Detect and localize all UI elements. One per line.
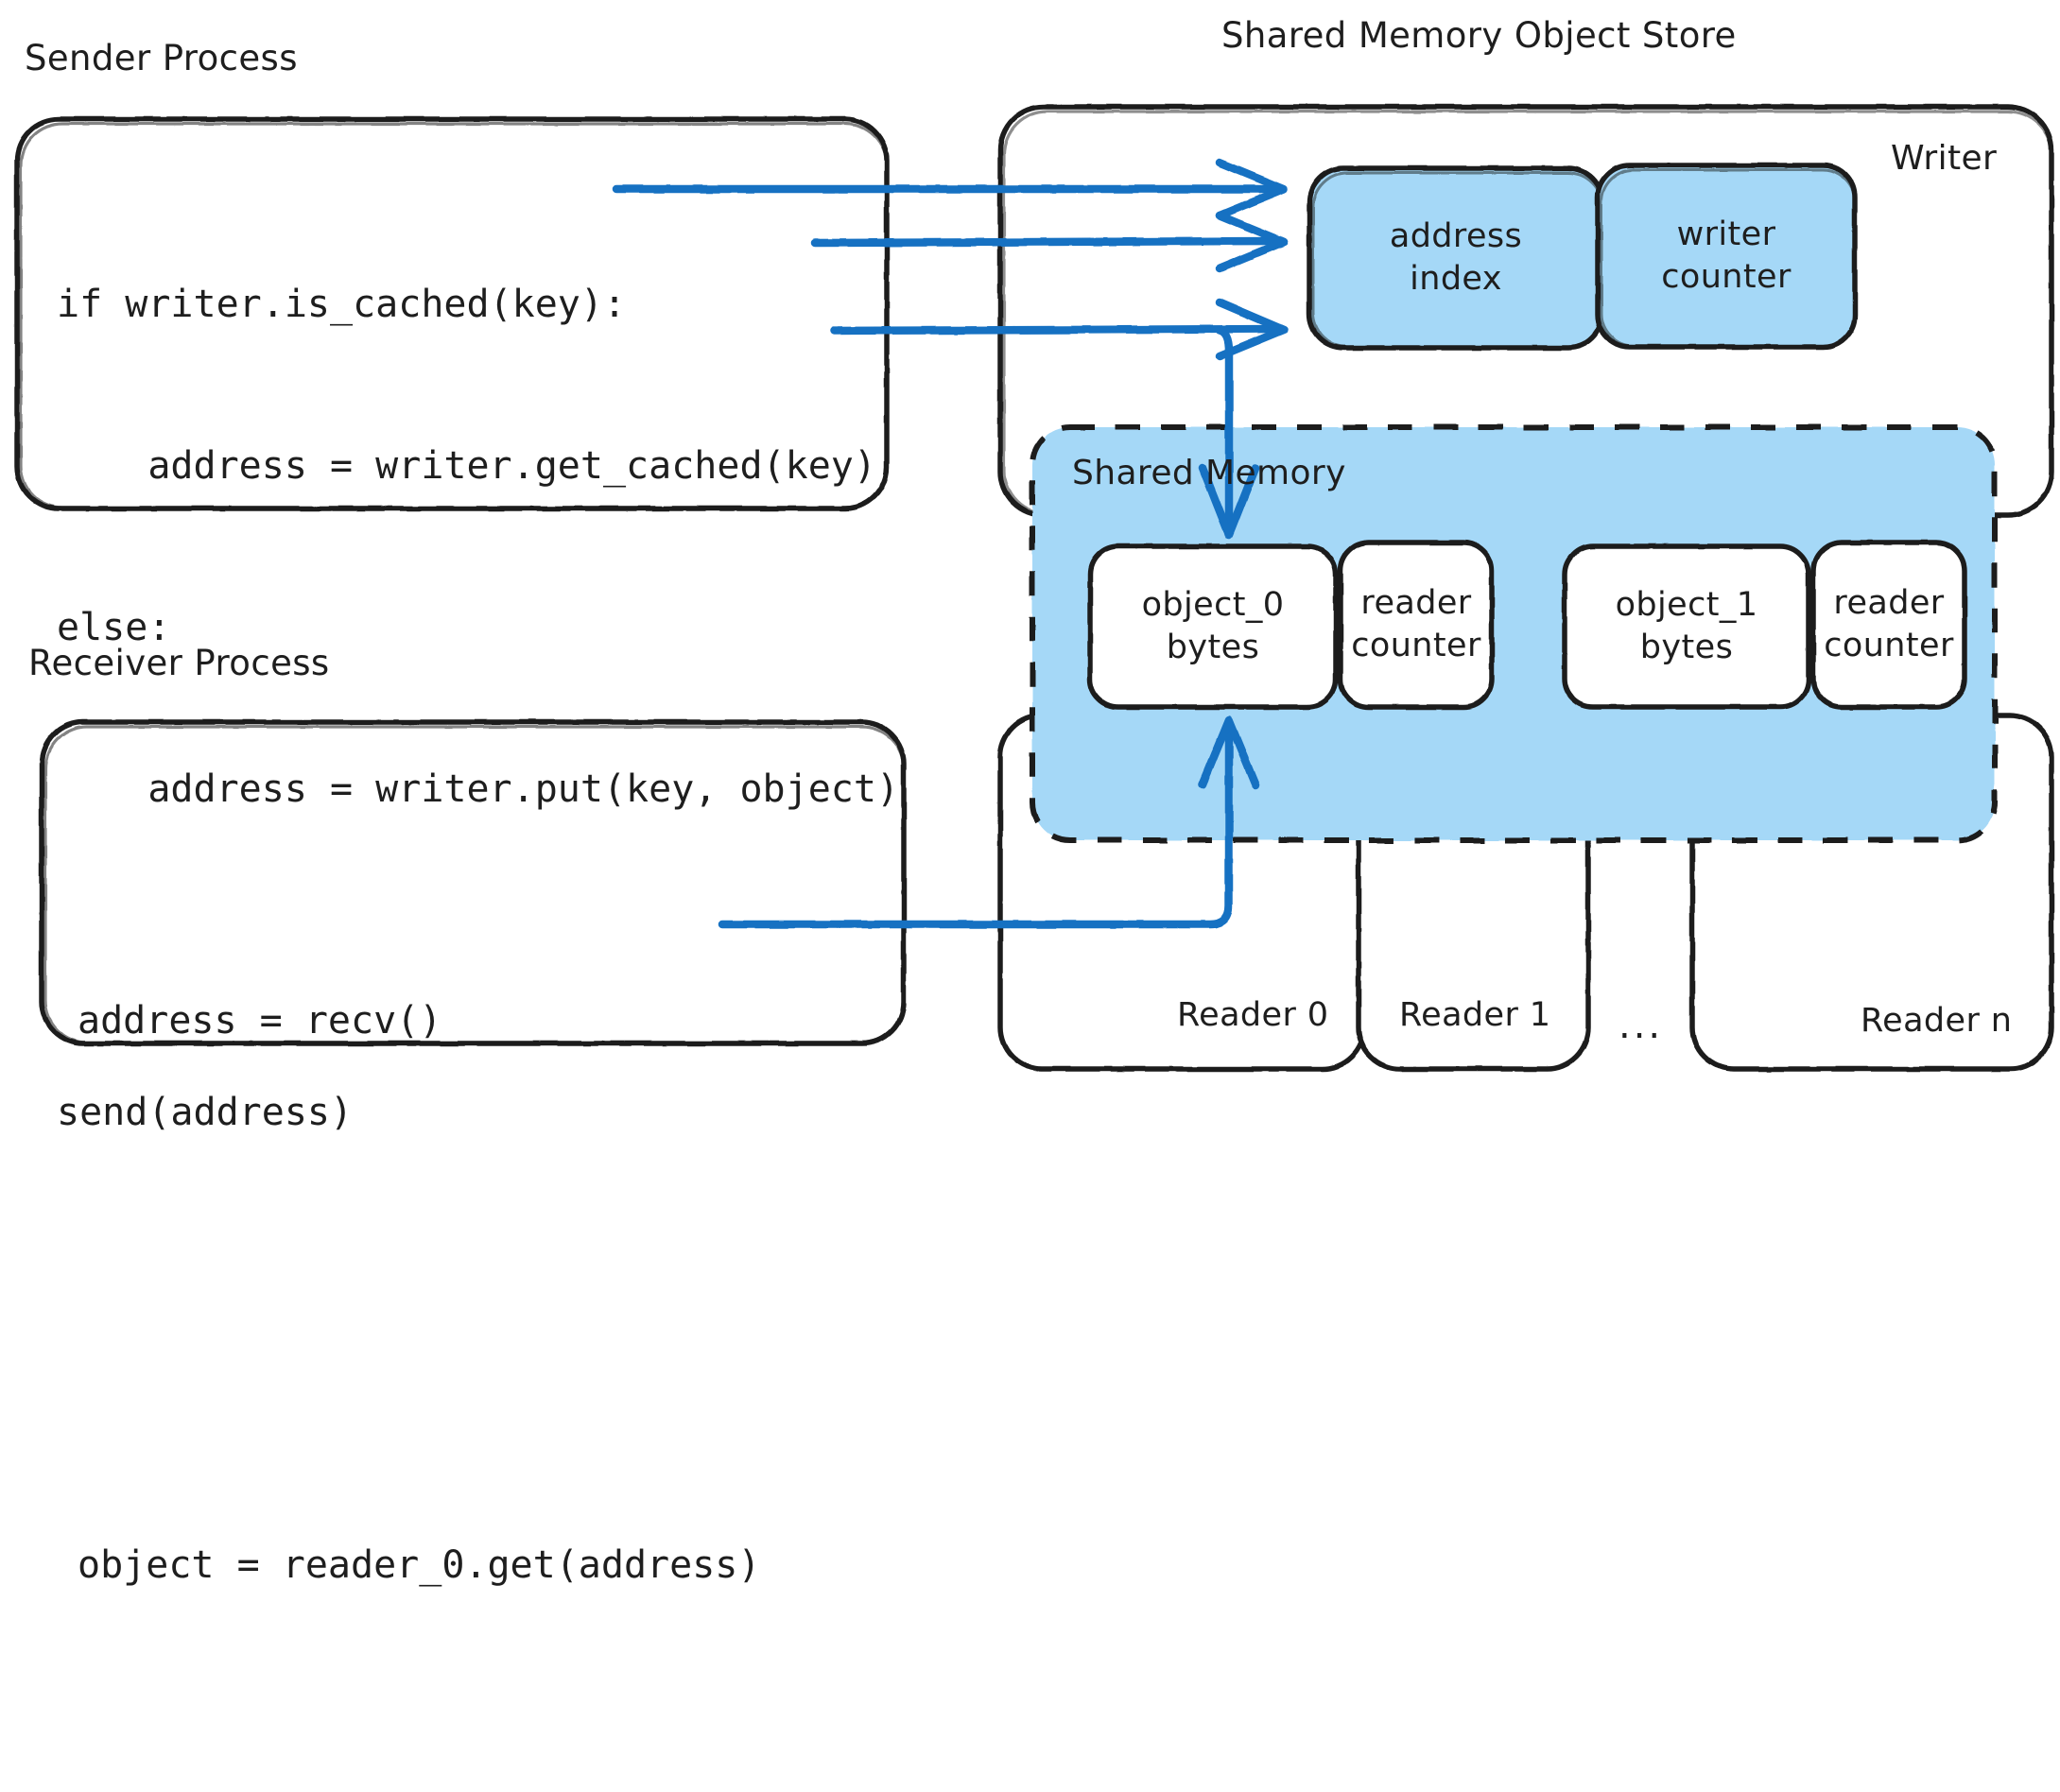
cell-line-2: counter [1351,627,1481,664]
diagram-canvas: Sender Process Receiver Process Shared M… [14,15,2054,1587]
slot-0-object-cell [1087,543,1339,710]
cell-line-2: counter [1824,627,1954,664]
reader-1-label: Reader 1 [1399,996,1551,1034]
arrow-put [829,324,1286,336]
code-line: address = writer.get_cached(key) [57,444,876,488]
cell-line-2: counter [1661,258,1792,296]
slot-0-counter-label: reader counter [1341,543,1492,707]
shared-memory-label: Shared Memory [1072,454,1346,492]
code-line: object = reader_0.get(address) [78,1543,761,1587]
shared-memory-region [1030,424,1998,843]
code-line [78,1248,760,1338]
writer-cell-address-index-label: address index [1309,168,1602,348]
arrow-get-cached [810,236,1286,248]
slot-1-counter-cell [1810,540,1967,710]
cell-line-1: reader [1360,584,1472,622]
slot-1-counter-label: reader counter [1813,543,1965,707]
code-line: if writer.is_cached(key): [57,283,627,326]
cell-line-1: object_1 [1615,586,1758,624]
code-line: address = writer.put(key, object) [57,767,900,811]
slot-0-counter-cell [1338,540,1495,710]
cell-line-2: bytes [1166,629,1260,666]
slot-1-object-cell [1562,543,1811,710]
writer-label: Writer [1891,139,1998,178]
writer-cell-writer-counter-label: writer counter [1598,165,1855,347]
reader-n-label: Reader n [1861,1002,2013,1040]
readers-ellipsis: ... [1619,1004,1664,1047]
cell-line-2: bytes [1639,629,1734,666]
page-title-receiver: Receiver Process [28,643,330,683]
cell-line-1: reader [1833,584,1945,622]
cell-line-1: object_0 [1141,586,1285,624]
receiver-code-block: address = recv() object = reader_0.get(a… [78,794,760,1792]
page-title-sender: Sender Process [25,38,298,78]
code-line: address = recv() [78,999,442,1042]
cell-line-2: index [1410,260,1502,298]
shapes-layer [14,104,2054,1072]
reader-0-label: Reader 0 [1177,996,1329,1034]
slot-1-object-label: object_1 bytes [1565,546,1809,707]
cell-line-1: address [1389,217,1523,255]
arrows-layer [612,158,1289,929]
page-title-store: Shared Memory Object Store [1221,15,1737,56]
code-line: else: [57,606,171,649]
slot-0-object-label: object_0 bytes [1090,546,1336,707]
arrow-reader-to-object0 [718,721,1234,929]
arrow-writer-to-object0 [1215,326,1234,534]
cell-line-1: writer [1676,215,1776,253]
